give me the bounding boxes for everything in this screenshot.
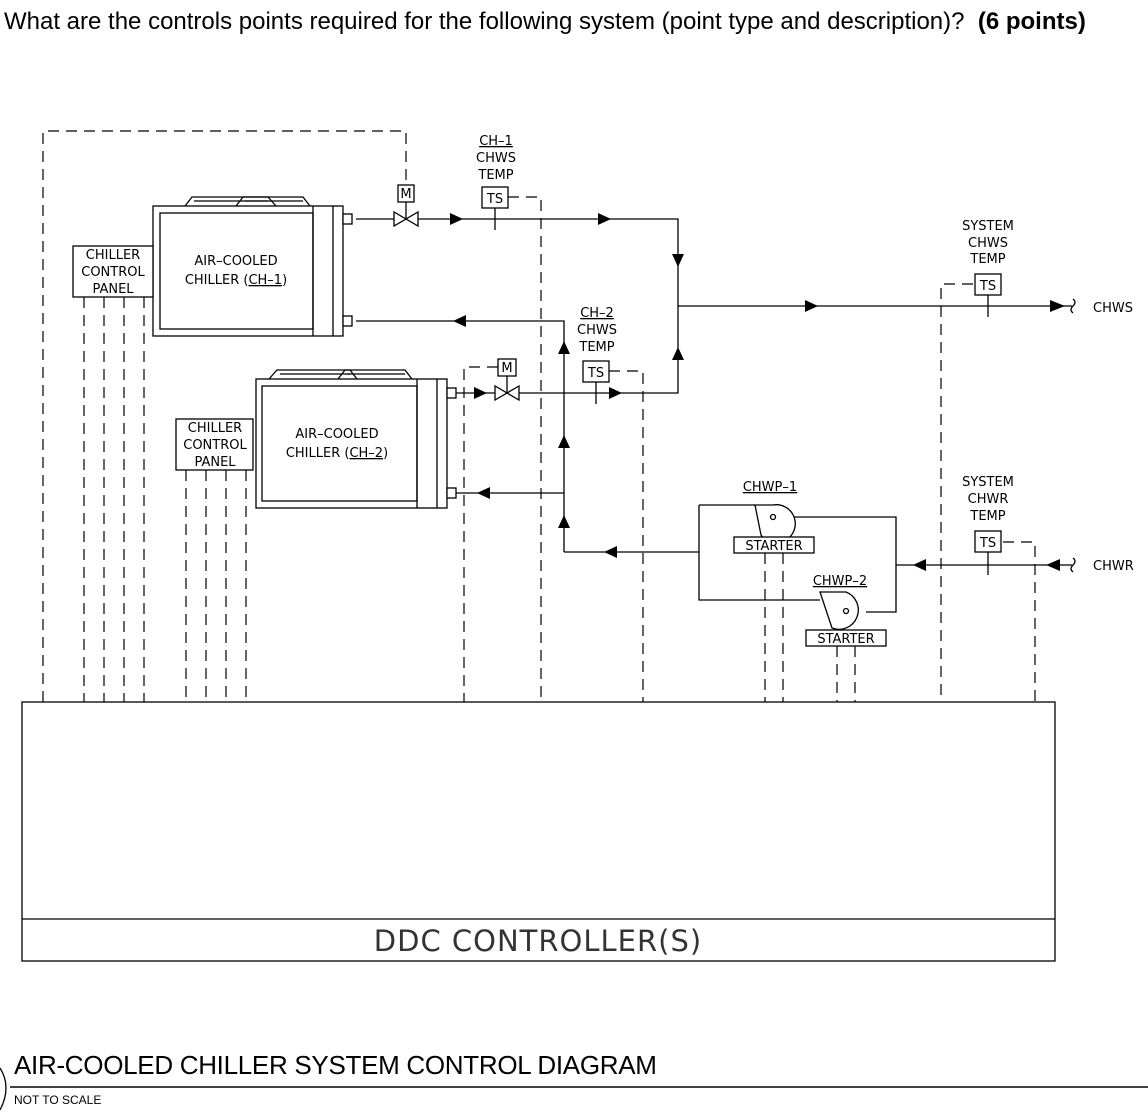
svg-text:TEMP: TEMP bbox=[969, 252, 1005, 267]
svg-text:M: M bbox=[400, 187, 411, 202]
svg-text:TS: TS bbox=[979, 279, 996, 294]
flow-arrow bbox=[477, 487, 490, 499]
flow-arrow bbox=[474, 387, 487, 399]
pump-chwp1: CHWP–1 STARTER bbox=[733, 480, 815, 554]
svg-text:CH–2: CH–2 bbox=[580, 306, 614, 321]
svg-text:CHWP–1: CHWP–1 bbox=[743, 480, 797, 495]
svg-text:STARTER: STARTER bbox=[745, 539, 802, 554]
svg-text:CHWS: CHWS bbox=[577, 323, 617, 338]
sensor-ch2-chws-temp: CH–2 CHWS TEMP TS bbox=[577, 306, 617, 404]
pipe-ends: CHWS CHWR bbox=[1070, 298, 1134, 574]
flow-arrow bbox=[558, 435, 570, 448]
valve-body bbox=[494, 384, 509, 402]
flow-arrow bbox=[558, 515, 570, 528]
ddc-label: DDC CONTROLLER(S) bbox=[374, 924, 702, 958]
chiller-ch2: AIR–COOLED CHILLER (CH–2) bbox=[255, 369, 457, 509]
svg-text:AIR–COOLED: AIR–COOLED bbox=[295, 427, 378, 442]
flow-arrow bbox=[450, 213, 463, 225]
svg-text:CHILLER (CH–1): CHILLER (CH–1) bbox=[185, 273, 287, 288]
svg-text:CHWP–2: CHWP–2 bbox=[813, 574, 867, 589]
svg-text:CHWS: CHWS bbox=[476, 151, 516, 166]
svg-text:AIR–COOLED: AIR–COOLED bbox=[194, 254, 277, 269]
flow-arrow bbox=[805, 300, 818, 312]
svg-text:TEMP: TEMP bbox=[969, 509, 1005, 524]
motorized-valve-ch2: M bbox=[494, 358, 520, 402]
svg-text:PANEL: PANEL bbox=[92, 282, 134, 297]
diagram-title: AIR-COOLED CHILLER SYSTEM CONTROL DIAGRA… bbox=[14, 1050, 657, 1080]
flow-arrow bbox=[609, 387, 622, 399]
motorized-valve-ch1: M bbox=[393, 184, 419, 228]
flow-arrow bbox=[453, 315, 466, 327]
svg-text:CH–1: CH–1 bbox=[479, 134, 513, 149]
break-symbol bbox=[1070, 557, 1076, 573]
svg-text:STARTER: STARTER bbox=[817, 632, 874, 647]
chiller-ch2-control-panel: CHILLER CONTROL PANEL bbox=[175, 418, 254, 471]
control-wiring bbox=[42, 130, 1036, 702]
sensor-ch1-chws-temp: CH–1 CHWS TEMP TS bbox=[476, 134, 516, 230]
piping bbox=[356, 218, 1072, 613]
flow-arrow bbox=[672, 347, 684, 360]
svg-text:SYSTEM: SYSTEM bbox=[962, 475, 1014, 490]
svg-text:TEMP: TEMP bbox=[477, 168, 513, 183]
svg-text:CHWS: CHWS bbox=[968, 236, 1008, 251]
flow-arrow bbox=[558, 341, 570, 354]
question-points: (6 points) bbox=[977, 8, 1086, 35]
flow-arrow bbox=[913, 559, 926, 571]
flow-arrow bbox=[1046, 559, 1060, 571]
ddc-controller: DDC CONTROLLER(S) bbox=[21, 701, 1056, 962]
sensor-system-chws-temp: SYSTEM CHWS TEMP TS bbox=[962, 219, 1014, 317]
flow-arrows bbox=[450, 213, 1065, 571]
sensor-system-chwr-temp: SYSTEM CHWR TEMP TS bbox=[962, 475, 1014, 575]
pump-chwp2: CHWP–2 STARTER bbox=[805, 574, 887, 647]
svg-text:SYSTEM: SYSTEM bbox=[962, 219, 1014, 234]
svg-text:CHWR: CHWR bbox=[968, 492, 1009, 507]
chwr-label: CHWR bbox=[1093, 559, 1134, 574]
scale-note: NOT TO SCALE bbox=[14, 1093, 102, 1107]
section-marker bbox=[0, 1067, 7, 1111]
flow-arrow bbox=[604, 546, 617, 558]
chiller-ch1-control-panel: CHILLER CONTROL PANEL bbox=[72, 245, 154, 298]
pump-icon bbox=[819, 591, 859, 630]
chws-label: CHWS bbox=[1093, 301, 1133, 316]
svg-text:TEMP: TEMP bbox=[578, 340, 614, 355]
svg-text:CONTROL: CONTROL bbox=[183, 438, 247, 453]
svg-text:PANEL: PANEL bbox=[194, 455, 236, 470]
question-text: What are the controls points required fo… bbox=[4, 4, 1139, 39]
flow-arrow bbox=[598, 213, 611, 225]
svg-text:CONTROL: CONTROL bbox=[81, 265, 145, 280]
svg-text:TS: TS bbox=[587, 366, 604, 381]
break-symbol bbox=[1070, 298, 1076, 314]
svg-text:M: M bbox=[501, 361, 512, 376]
flow-arrow bbox=[1050, 300, 1065, 312]
flow-arrow bbox=[672, 254, 684, 267]
svg-text:CHILLER: CHILLER bbox=[86, 248, 140, 263]
svg-text:CHILLER (CH–2): CHILLER (CH–2) bbox=[286, 446, 388, 461]
svg-text:TS: TS bbox=[486, 192, 503, 207]
chiller-ch1: AIR–COOLED CHILLER (CH–1) bbox=[152, 196, 353, 337]
valve-body bbox=[393, 210, 408, 228]
title-block bbox=[0, 1067, 1148, 1111]
question-body: What are the controls points required fo… bbox=[4, 8, 965, 35]
svg-text:TS: TS bbox=[979, 536, 996, 551]
svg-text:CHILLER: CHILLER bbox=[188, 421, 242, 436]
